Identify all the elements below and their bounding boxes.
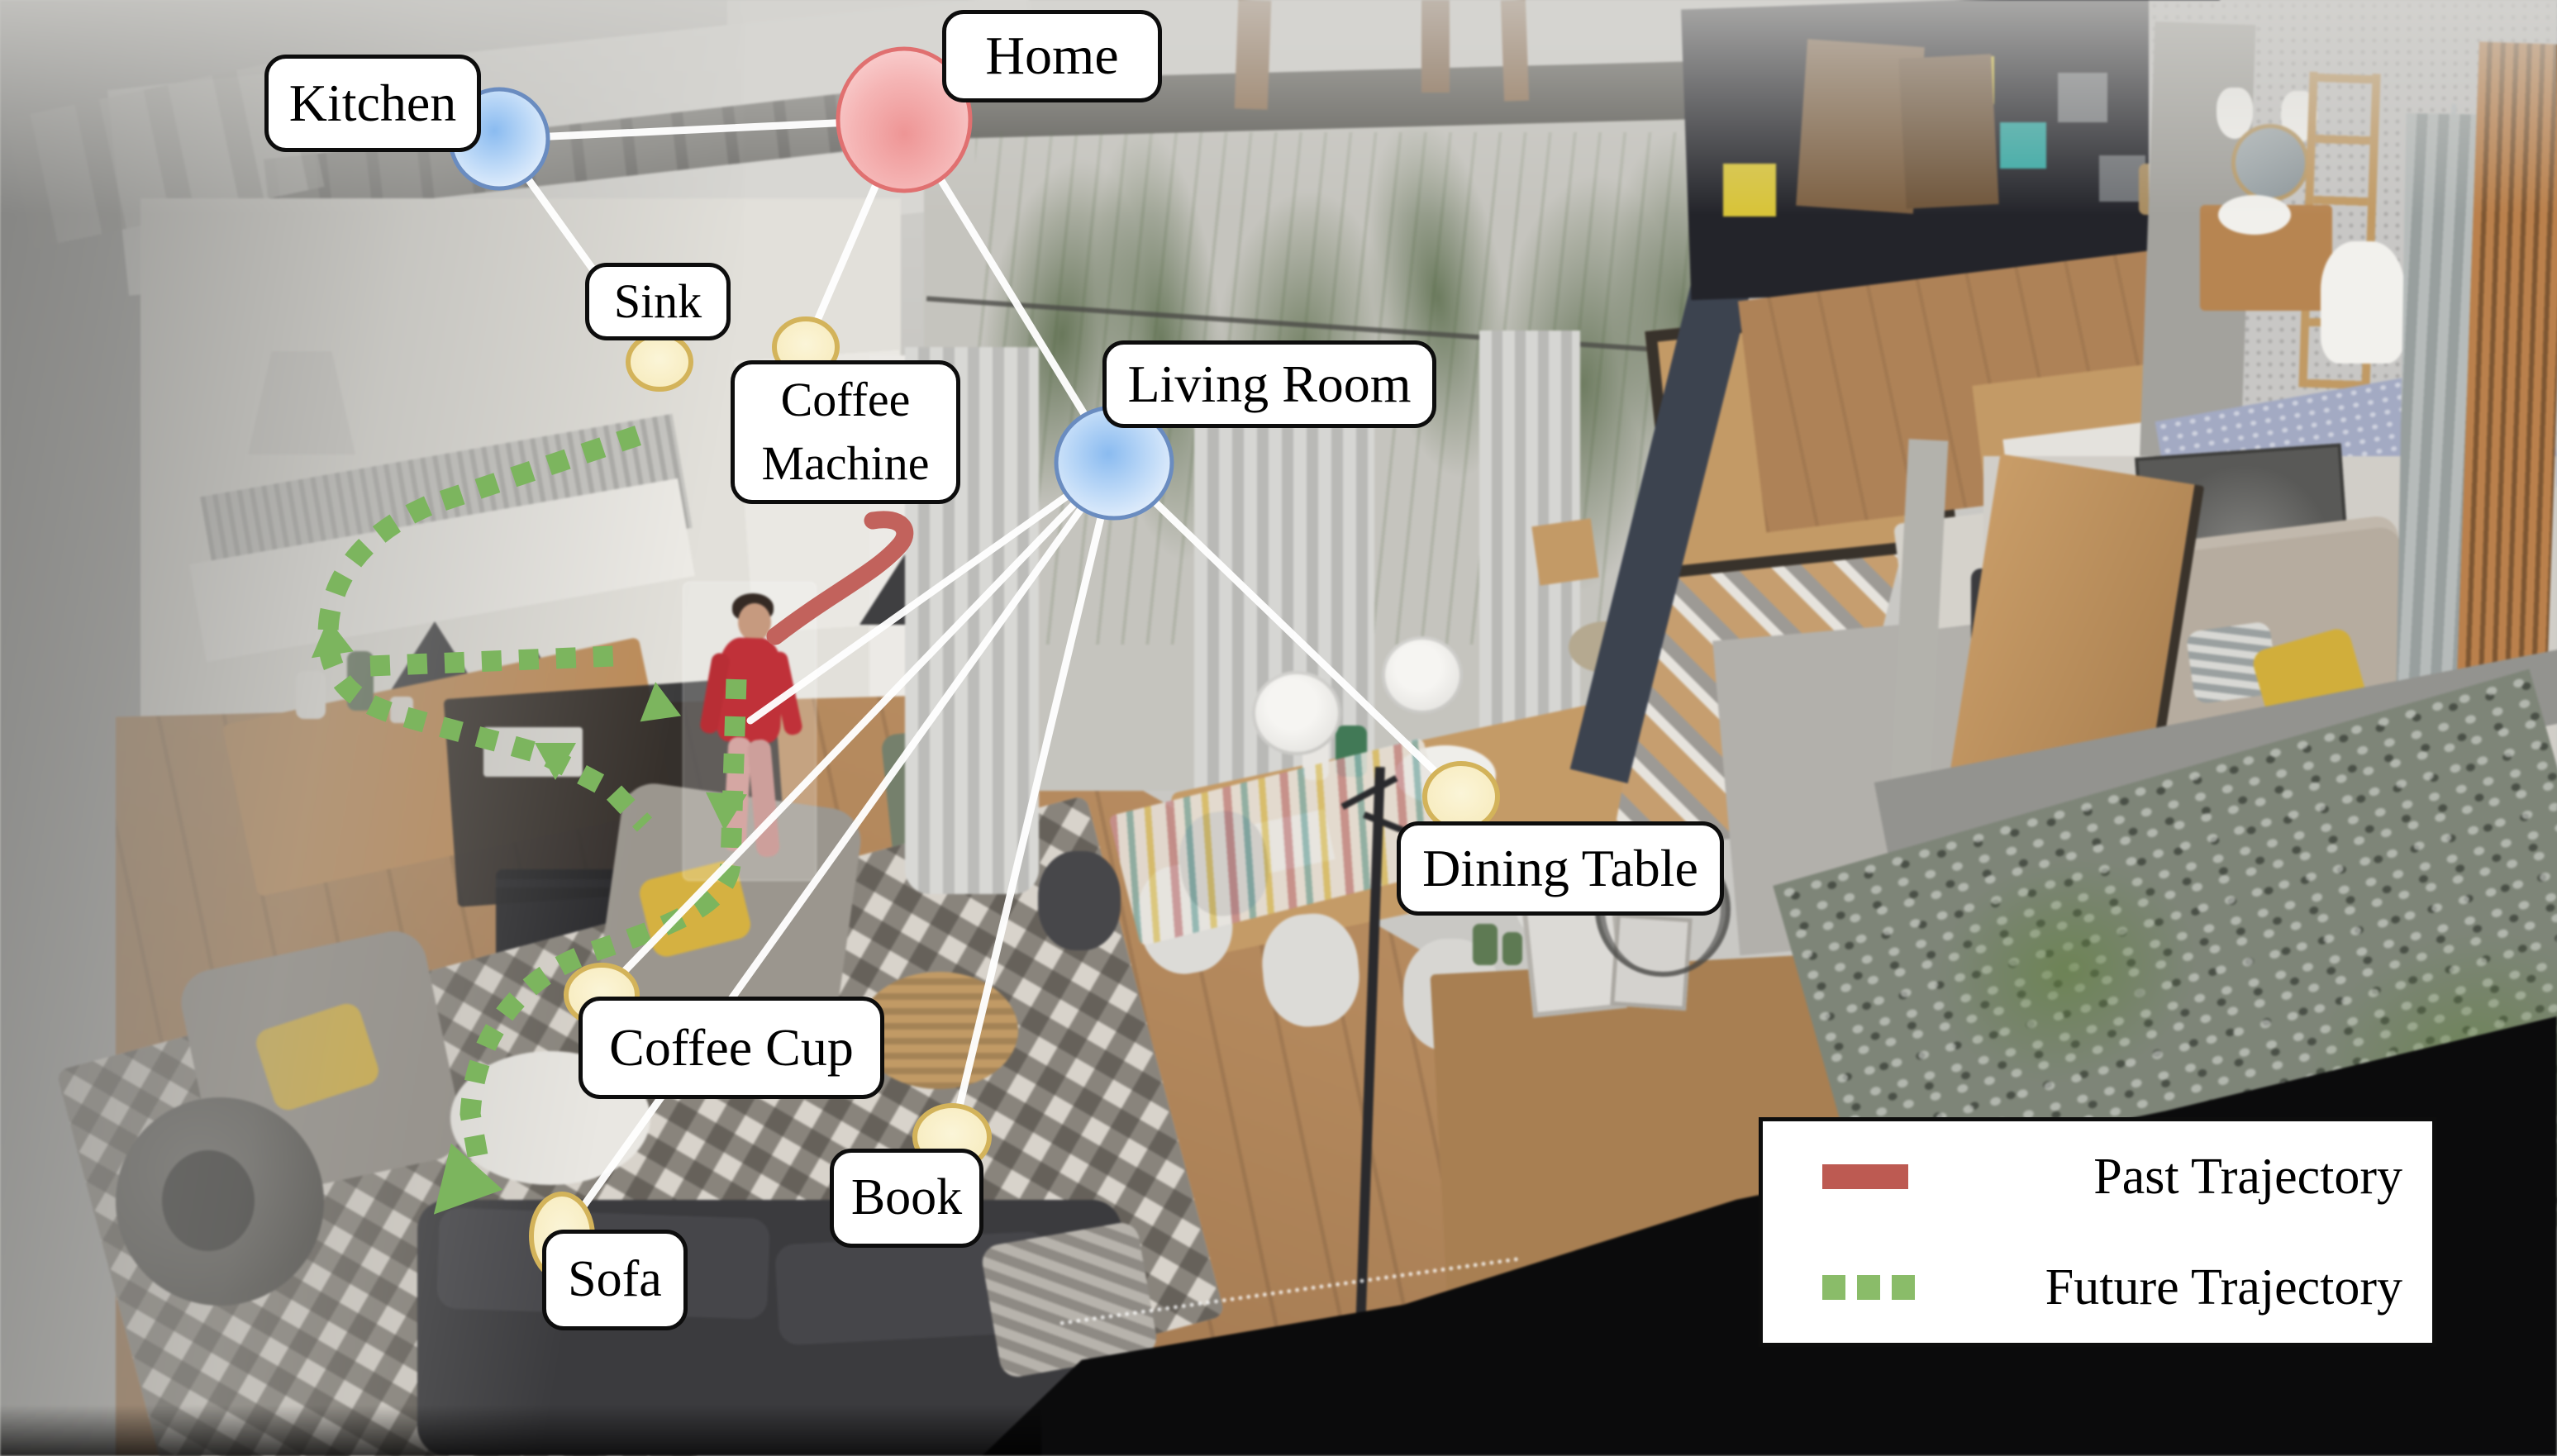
node-sink (626, 332, 693, 392)
node-label-living-room: Living Room (1102, 340, 1436, 428)
future-arrow-3 (640, 682, 682, 722)
future-arrow-final (433, 1143, 503, 1215)
toilet (2321, 241, 2405, 364)
future-trajectory-counter (425, 426, 641, 516)
flower-pendant-2 (1382, 636, 1463, 714)
future-trajectory-loop (317, 496, 653, 832)
small-green-vase-1 (1473, 924, 1498, 965)
edge-livingroom-agent (746, 459, 1118, 725)
legend-row-past: Past Trajectory (1763, 1121, 2432, 1232)
flower-pendant-1 (1252, 671, 1341, 755)
node-label-sink: Sink (585, 263, 731, 340)
node-label-coffee-machine: Coffee Machine (731, 360, 960, 504)
bottom-shadow (0, 1405, 1041, 1456)
chair-dark-2 (1038, 851, 1121, 950)
future-trajectory-floor-run (369, 645, 614, 677)
node-dining-table (1422, 761, 1500, 832)
agent-head (738, 603, 771, 641)
future-arrow-1 (311, 618, 354, 659)
node-label-coffee-cup: Coffee Cup (579, 997, 884, 1099)
future-arrow-4 (705, 792, 747, 830)
small-green-vase-2 (1502, 932, 1522, 965)
future-arrow-2 (535, 743, 576, 780)
node-label-kitchen: Kitchen (264, 55, 481, 152)
edge-livingroom-book (948, 459, 1118, 1141)
left-fog-overlay (0, 0, 744, 1456)
legend-row-future: Future Trajectory (1763, 1232, 2432, 1343)
edge-livingroom-coffee-cup (598, 459, 1118, 999)
legend-label-future: Future Trajectory (2045, 1259, 2402, 1316)
node-label-dining-table: Dining Table (1397, 821, 1724, 916)
node-label-sofa: Sofa (542, 1230, 688, 1330)
edge-livingroom-sofa (558, 459, 1118, 1240)
node-label-book: Book (830, 1149, 983, 1248)
legend-label-past: Past Trajectory (2093, 1148, 2402, 1205)
edge-livingroom-dining-table (1110, 459, 1465, 801)
node-home (836, 46, 973, 193)
legend: Past Trajectory Future Trajectory (1759, 1117, 2436, 1347)
past-trajectory-swatch (1822, 1164, 1908, 1189)
past-trajectory-path (766, 511, 914, 645)
node-label-home: Home (942, 10, 1162, 102)
future-trajectory-swatch (1822, 1275, 1915, 1300)
wicker-pouf (859, 972, 1018, 1089)
